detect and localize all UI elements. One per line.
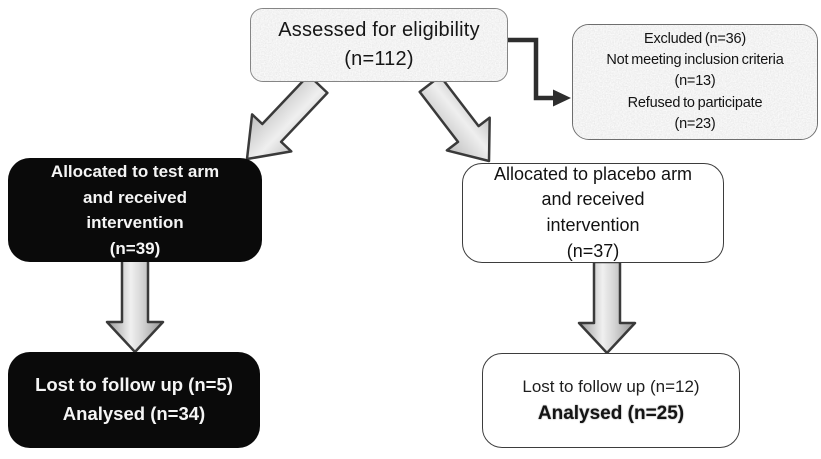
placebo-arm-line-1: Allocated to placebo arm bbox=[493, 163, 693, 184]
allocated-test-arm-box: Allocated to test arm and received inter… bbox=[8, 158, 262, 262]
test-arm-line-2: and received bbox=[83, 187, 187, 207]
allocated-placebo-arm-box: Allocated to placebo arm and received in… bbox=[462, 163, 724, 263]
placebo-arm-outcome-box: Lost to follow up (n=12) Analysed (n=25) bbox=[482, 353, 740, 448]
test-arm-line-4: (n=39) bbox=[109, 238, 161, 258]
excluded-box: Excluded (n=36) Not meeting inclusion cr… bbox=[572, 24, 818, 140]
placebo-arm-line-4: (n=37) bbox=[566, 240, 620, 261]
test-arm-line-1: Allocated to test arm bbox=[50, 162, 220, 181]
arrow-to-test-arm-icon bbox=[245, 73, 329, 161]
test-outcome-line-2: Analysed (n=34) bbox=[62, 403, 206, 424]
excluded-line-1: Excluded (n=36) bbox=[644, 31, 746, 48]
arrow-placebo-down-icon bbox=[577, 260, 637, 355]
excluded-line-3: (n=13) bbox=[674, 73, 716, 90]
placebo-outcome-line-2: Analysed (n=25) bbox=[537, 402, 685, 424]
test-arm-line-3: intervention bbox=[86, 213, 184, 232]
noise-texture bbox=[573, 25, 817, 139]
excluded-line-2: Not meeting inclusion criteria bbox=[606, 52, 784, 69]
noise-texture bbox=[251, 9, 507, 81]
test-arm-outcome-box: Lost to follow up (n=5) Analysed (n=34) bbox=[8, 352, 260, 448]
arrow-to-placebo-arm-icon bbox=[418, 74, 491, 163]
assessed-for-eligibility-box: Assessed for eligibility (n=112) bbox=[250, 8, 508, 82]
assessed-line-2: (n=112) bbox=[344, 48, 414, 70]
placebo-outcome-line-1: Lost to follow up (n=12) bbox=[522, 376, 700, 396]
excluded-line-4: Refused to participate bbox=[627, 94, 763, 111]
placebo-arm-line-3: intervention bbox=[546, 215, 640, 235]
connector-to-excluded-arrow bbox=[506, 37, 571, 107]
excluded-line-5: (n=23) bbox=[674, 115, 716, 132]
assessed-line-1: Assessed for eligibility bbox=[278, 19, 480, 41]
arrow-test-down-icon bbox=[105, 258, 165, 354]
test-outcome-line-1: Lost to follow up (n=5) bbox=[35, 374, 233, 396]
placebo-arm-line-2: and received bbox=[541, 189, 645, 210]
